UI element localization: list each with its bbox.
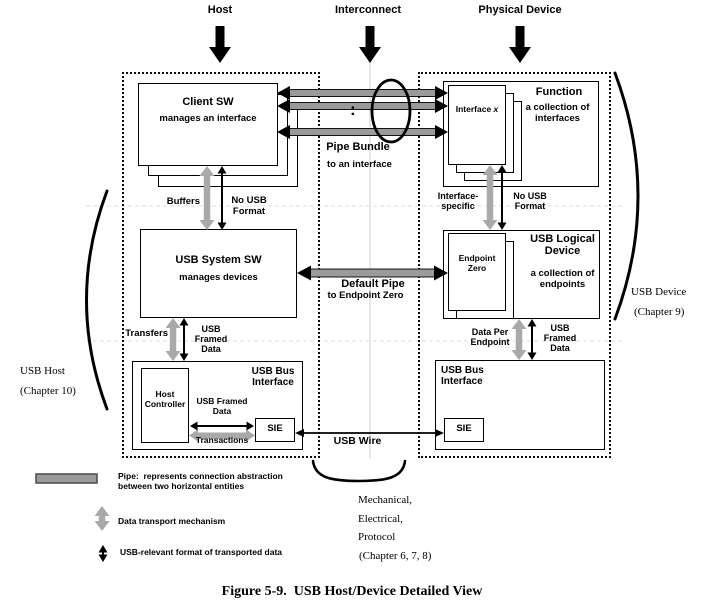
usb-device-chapter-label: (Chapter 9) [634,306,685,318]
pipe-bundle-title: Pipe Bundle [326,141,390,153]
pipe-bundle-ellipse [370,78,412,144]
default-pipe [297,265,448,281]
host-sie-label: SIE [267,423,283,434]
device-bus-interface-title: USB Bus Interface [441,365,484,388]
usb-system-sw-title: USB System SW [175,254,262,266]
device-sie-box [444,418,484,442]
interface-variable: x [493,104,499,114]
interface-specific-label: Interface- specific [437,191,479,212]
usb-system-sw-subtitle: manages devices [179,272,258,283]
mechanical-label: Mechanical, [358,494,413,506]
usb-device-brace-label: USB Device [631,286,687,298]
no-usb-format-label-host: No USB Format [231,195,267,217]
physical-device-down-arrow-icon [509,26,531,63]
usb-host-brace [85,189,109,411]
interconnect-column-label: Interconnect [334,4,401,16]
legend-pipe-swatch [35,473,98,484]
client-sw-box [138,83,278,166]
black-format-arrows [98,165,537,562]
endpoint-zero-label: Endpoint Zero [458,253,496,273]
interconnect-chapters-label: (Chapter 6, 7, 8) [359,550,432,562]
interface-x-label: Interface x [448,104,506,115]
client-sw-title: Client SW [182,96,234,108]
data-per-endpoint-label: Data Per Endpoint [470,327,510,348]
endpoint-zero-box [448,233,506,311]
interconnect-brace [311,459,407,483]
client-sw-subtitle: manages an interface [159,113,257,124]
host-controller-box [141,368,189,443]
usb-host-chapter-label: (Chapter 10) [20,385,76,397]
host-sie-box [255,418,295,442]
pipe-bundle-subtitle: to an interface [327,159,392,170]
interconnect-down-arrow-icon [359,26,381,63]
usb-framed-data-label-host: USB Framed Data [194,324,228,355]
physical-device-column-label: Physical Device [478,4,562,16]
pipe-bundle-pipes [277,86,448,139]
usb-system-sw-box [140,229,297,318]
electrical-label: Electrical, [358,513,403,525]
no-usb-format-label-device: No USB Format [513,191,547,212]
usb-device-brace [613,71,640,321]
device-sie-label: SIE [456,423,472,434]
host-controller-label: Host Controller [144,389,186,409]
function-subtitle: a collection of interfaces [525,102,590,124]
usb-framed-data-label-device: USB Framed Data [543,323,577,354]
interface-x-box [448,85,506,165]
interface-word: Interface [455,104,494,114]
host-column-label: Host [207,4,233,16]
legend-pipe-text: Pipe: represents connection abstraction … [118,471,283,491]
gray-transport-arrows [94,165,527,531]
default-pipe-subtitle: to Endpoint Zero [327,290,404,301]
buffers-label: Buffers [166,196,200,207]
host-bus-interface-title: USB Bus Interface [251,366,295,389]
usb-wire-line [295,429,444,437]
usb-logical-device-subtitle: a collection of endpoints [530,268,595,290]
host-region-frame [122,72,320,458]
default-pipe-title: Default Pipe [341,278,405,290]
pipe-bundle-dots: : [350,100,356,119]
physical-device-region-frame [418,72,611,458]
figure-caption: Figure 5-9. USB Host/Device Detailed Vie… [221,584,483,599]
usb-wire-label: USB Wire [333,435,382,447]
transactions-label: Transactions [195,435,249,445]
host-down-arrow-icon [209,26,231,63]
legend-format-text: USB-relevant format of transported data [120,547,282,557]
usb-framed-data-h-label: USB Framed Data [196,396,248,416]
function-title: Function [535,86,583,98]
legend-transport-text: Data transport mechanism [118,516,226,526]
transfers-label: Transfers [125,328,168,339]
usb-host-brace-label: USB Host [20,365,65,377]
protocol-label: Protocol [358,531,396,543]
usb-logical-device-title: USB Logical Device [530,233,595,258]
